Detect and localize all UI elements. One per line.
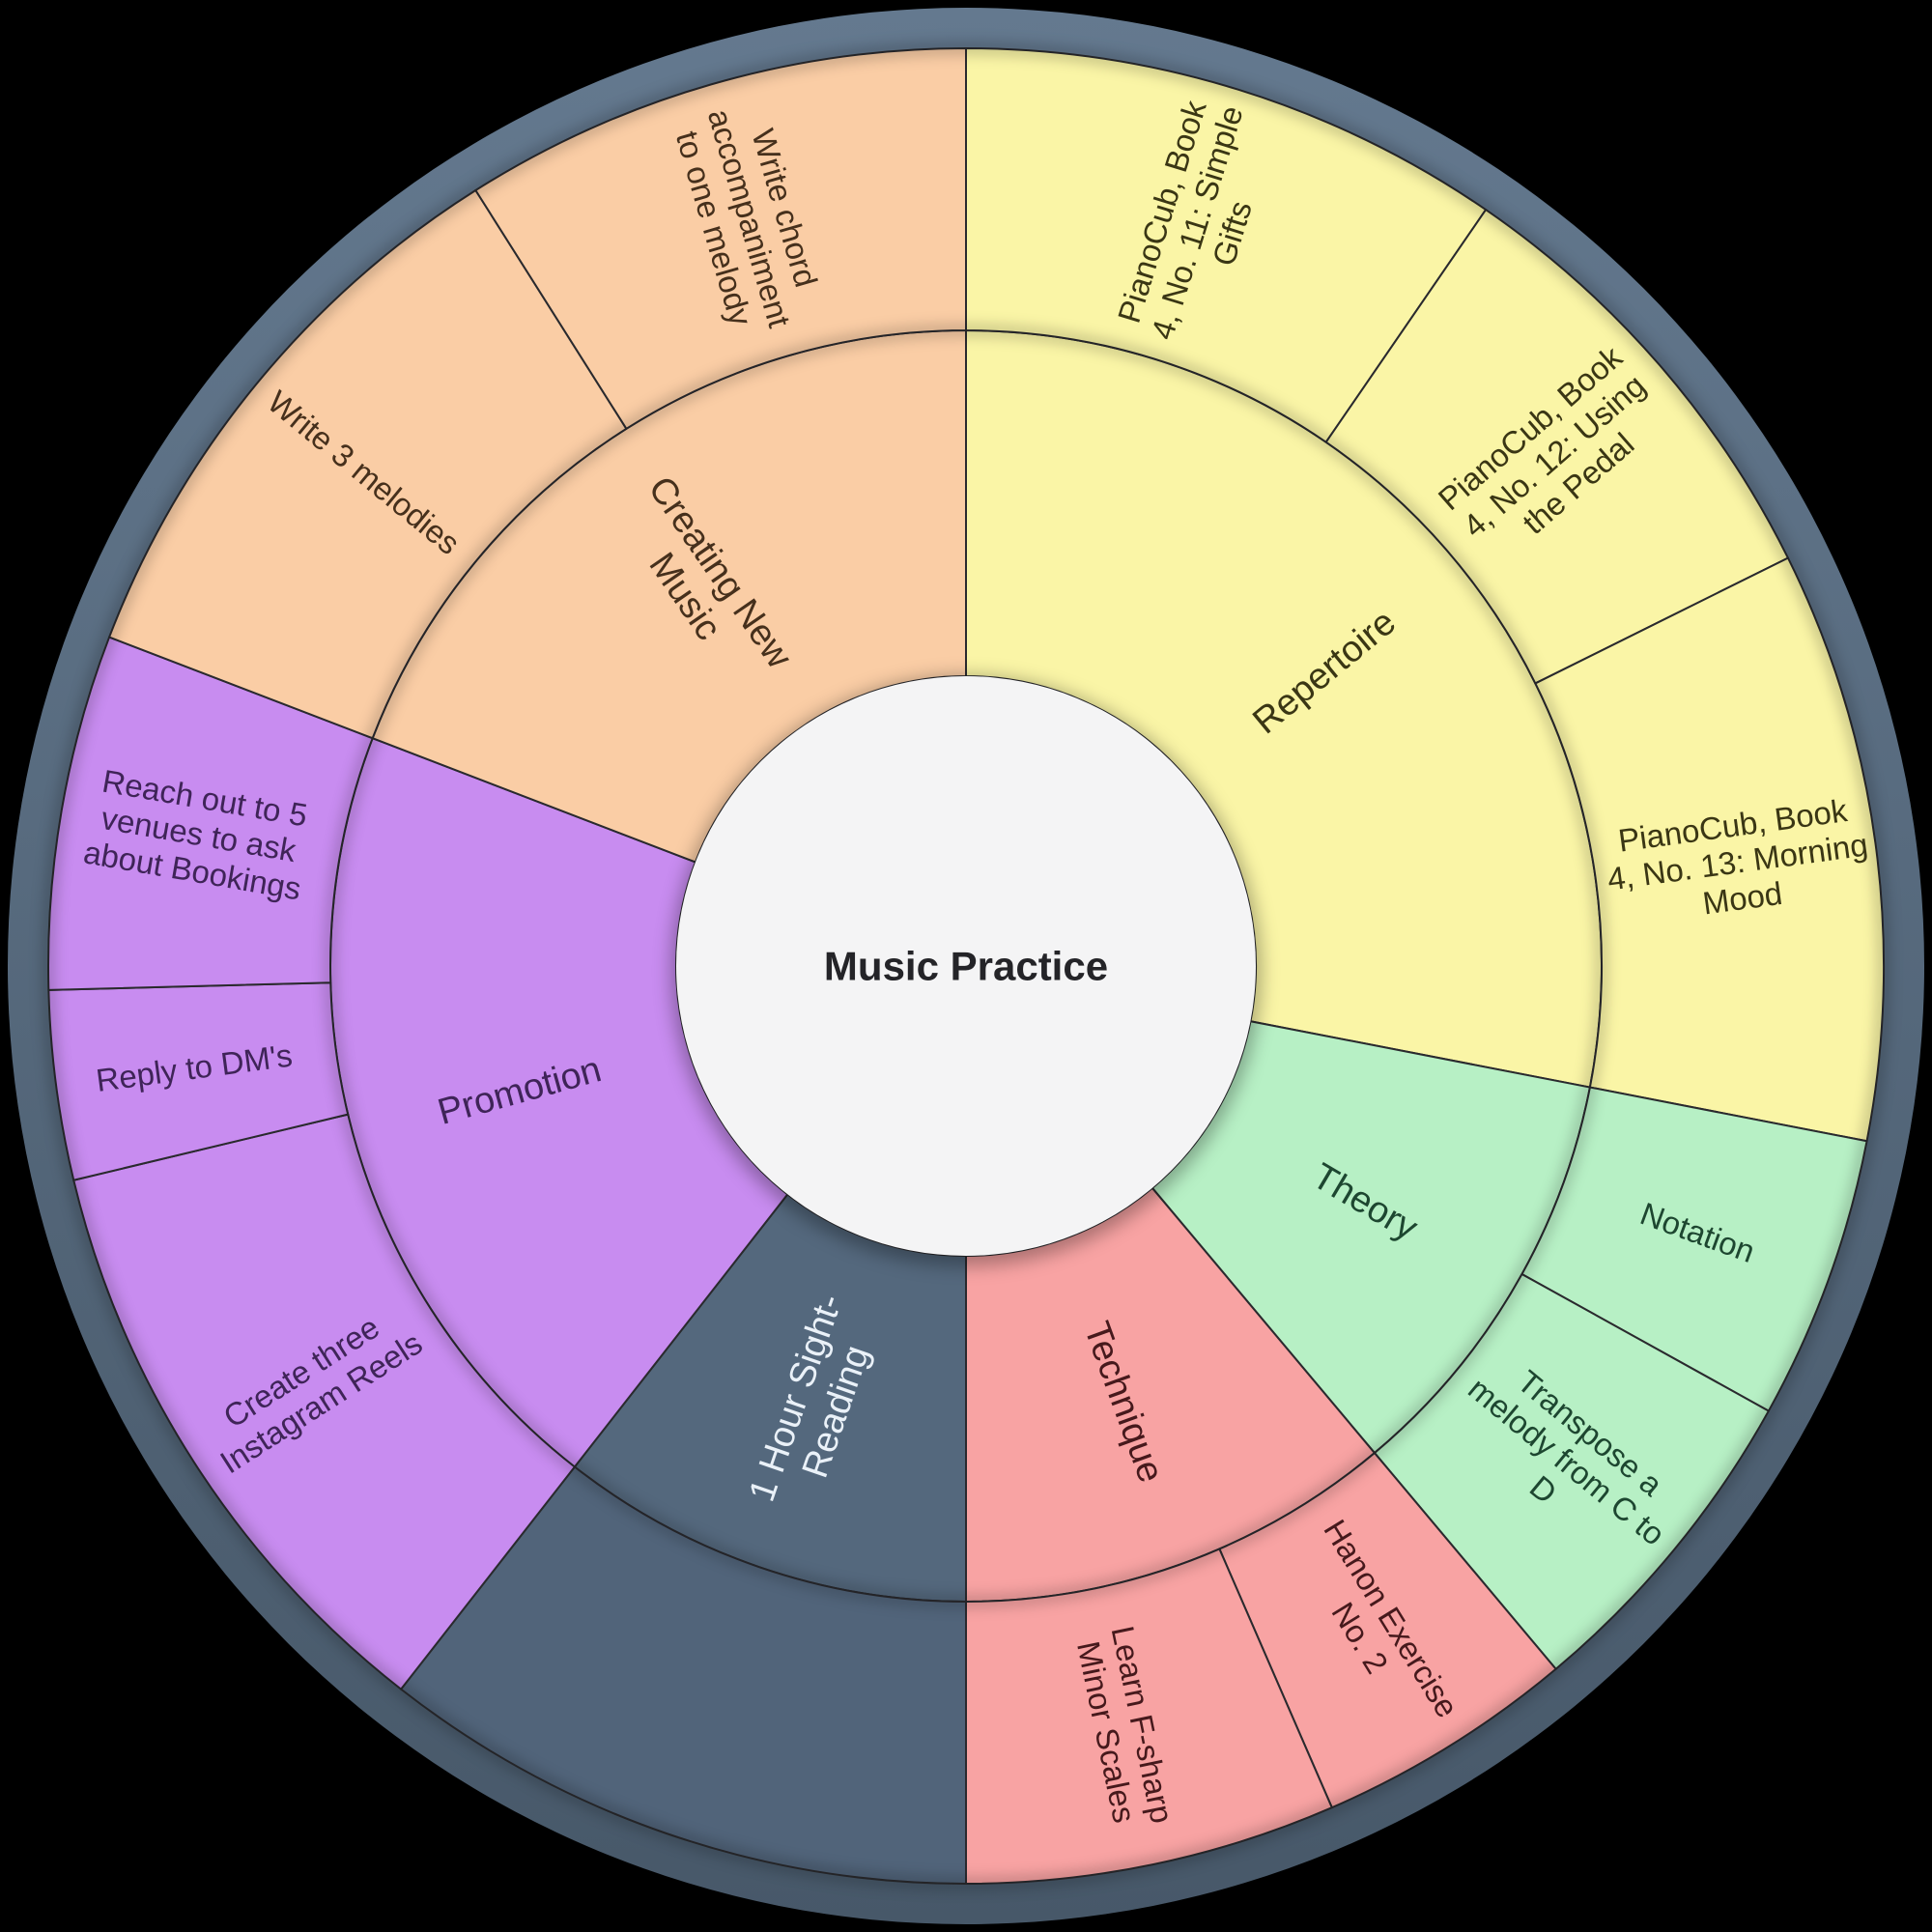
chart-title: Music Practice — [824, 944, 1108, 989]
ring-shadow — [43, 43, 1889, 1889]
ring-shadow — [325, 325, 1607, 1607]
segment-chord-accompaniment[interactable] — [474, 47, 967, 430]
center-circle[interactable] — [676, 676, 1256, 1256]
